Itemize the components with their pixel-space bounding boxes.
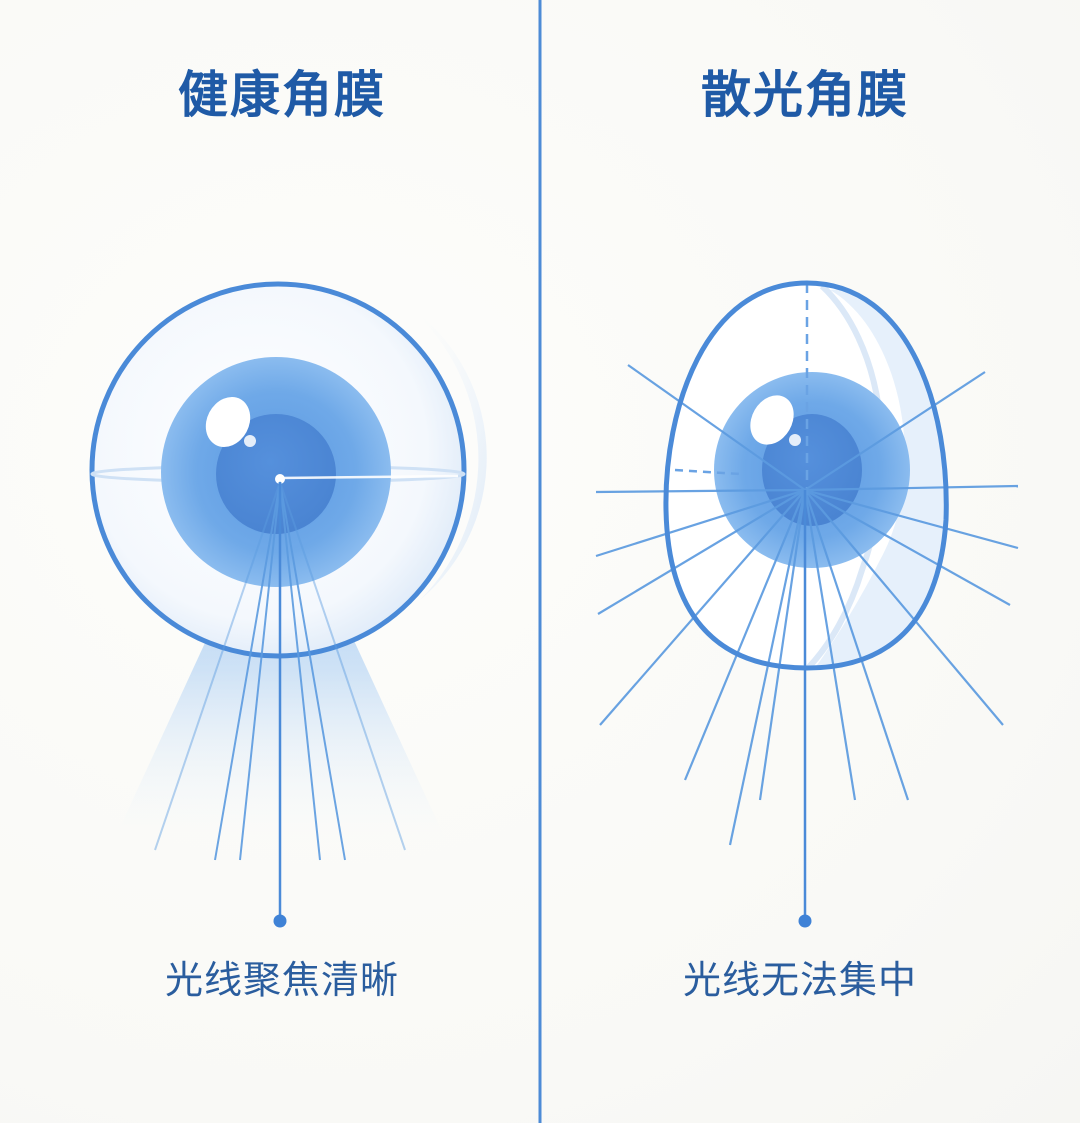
healthy-focal-point xyxy=(273,914,287,928)
healthy-title: 健康角膜 xyxy=(178,66,386,124)
healthy-eye-highlight-small xyxy=(244,435,256,447)
scattered-ray xyxy=(804,489,1004,726)
astigmatic-eye-highlight-small xyxy=(789,434,801,446)
astigmatic-focal-point xyxy=(798,914,812,928)
scattered-ray xyxy=(595,488,806,494)
scattered-ray xyxy=(595,488,806,558)
scattered-ray xyxy=(803,489,857,801)
astigmatic-cornea-panel: 散光角膜 xyxy=(595,66,1019,1002)
scattered-ray xyxy=(758,489,807,801)
healthy-cornea-panel: 健康角膜 光线聚焦清晰 xyxy=(89,66,487,1002)
healthy-eyeball xyxy=(89,281,487,659)
healthy-cornea-shine xyxy=(400,300,487,600)
astigmatic-eye-highlight xyxy=(750,395,794,445)
astigmatic-title: 散光角膜 xyxy=(701,66,909,124)
astigmatic-cornea-outline xyxy=(663,280,949,671)
scattered-ray xyxy=(804,488,1019,550)
focused-ray xyxy=(279,481,346,861)
focused-ray xyxy=(214,481,281,861)
focused-rays xyxy=(154,481,406,861)
focused-ray xyxy=(154,481,281,851)
scattered-ray xyxy=(597,489,806,615)
astigmatic-horizontal-axis xyxy=(674,468,741,476)
healthy-caption: 光线聚焦清晰 xyxy=(165,958,399,1002)
scattered-ray xyxy=(804,489,1011,606)
astigmatic-caption: 光线无法集中 xyxy=(683,958,917,1002)
scattered-ray xyxy=(627,364,806,491)
focused-ray xyxy=(279,481,321,861)
healthy-light-line xyxy=(279,474,459,480)
focused-ray xyxy=(279,481,406,851)
healthy-eye-highlight xyxy=(205,397,251,447)
scattered-ray xyxy=(728,489,807,846)
scattered-ray xyxy=(683,489,807,781)
healthy-focus-center xyxy=(275,474,285,484)
scattered-rays xyxy=(595,364,1019,846)
scattered-ray xyxy=(804,484,1019,492)
scattered-ray xyxy=(803,489,910,801)
focused-ray xyxy=(239,481,281,861)
scattered-ray xyxy=(599,489,806,726)
scattered-ray xyxy=(804,371,986,491)
